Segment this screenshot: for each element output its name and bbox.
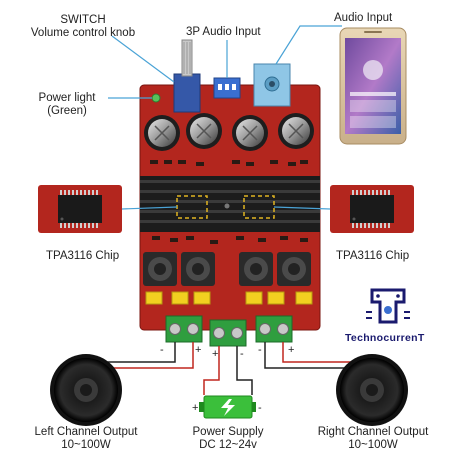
chip-zoom-right	[330, 185, 414, 233]
terminal-left-minus: -	[160, 344, 164, 356]
capacitor	[186, 113, 222, 149]
terminal-left	[165, 315, 203, 343]
smartphone	[339, 27, 407, 145]
heatsink	[140, 176, 320, 232]
terminal-right	[255, 315, 293, 343]
inductors	[143, 252, 311, 286]
audio-input-label: Audio Input	[334, 12, 393, 24]
right-channel-output-label: Right Channel Output 10~100W	[296, 426, 450, 452]
audio-3p-label: 3P Audio Input	[186, 26, 261, 38]
3p-audio-connector	[213, 77, 241, 99]
power-light-label-color: (Green)	[47, 105, 87, 117]
capacitor	[278, 113, 314, 149]
capacitors	[144, 113, 314, 151]
chip-zoom-left	[38, 185, 122, 233]
switch-label: SWITCH Volume control knob	[28, 14, 138, 40]
battery-plus: +	[192, 402, 199, 414]
terminal-right-plus: +	[288, 344, 295, 356]
switch-label-title: SWITCH	[60, 14, 106, 26]
heatsink-body	[140, 176, 320, 232]
right-channel-output-power: 10~100W	[348, 439, 398, 451]
left-speaker	[50, 354, 122, 426]
capacitor	[144, 115, 180, 151]
switch-label-subtitle: Volume control knob	[30, 27, 136, 39]
power-supply-label: Power Supply DC 12~24v	[178, 426, 278, 452]
right-channel-output-title: Right Channel Output	[317, 426, 429, 438]
inductor	[181, 252, 215, 286]
terminal-power-plus: +	[212, 348, 219, 360]
right-speaker	[336, 354, 408, 426]
terminal-blocks	[165, 315, 293, 347]
capacitor	[232, 115, 268, 151]
power-light-label: Power light (Green)	[30, 92, 104, 118]
leader-lines	[108, 25, 342, 210]
smd-components	[150, 160, 308, 244]
brand-name: TechnocurrenT	[345, 332, 425, 344]
left-channel-output-title: Left Channel Output	[34, 426, 138, 438]
volume-knob	[173, 39, 201, 113]
terminal-power	[209, 319, 247, 347]
inductor	[239, 252, 273, 286]
battery-icon	[199, 395, 256, 419]
potentiometer-body	[173, 73, 201, 113]
power-light-label-title: Power light	[38, 92, 96, 104]
power-led	[151, 93, 161, 103]
inductor	[277, 252, 311, 286]
battery-minus: -	[258, 402, 262, 414]
terminal-right-minus: -	[258, 344, 262, 356]
power-supply-title: Power Supply	[192, 426, 264, 438]
audio-jack	[253, 63, 291, 107]
chip-marker-right	[243, 195, 275, 219]
film-capacitors	[145, 291, 313, 305]
left-channel-output-label: Left Channel Output 10~100W	[12, 426, 160, 452]
inductor	[143, 252, 177, 286]
wires	[79, 342, 381, 395]
terminal-power-minus: -	[240, 348, 244, 360]
power-supply-voltage: DC 12~24v	[199, 439, 257, 451]
technocurrent-logo	[364, 284, 412, 328]
tpa3116-chip-left-label: TPA3116 Chip	[46, 250, 120, 262]
tpa3116-chip-right-label: TPA3116 Chip	[336, 250, 410, 262]
left-channel-output-power: 10~100W	[61, 439, 111, 451]
terminal-left-plus: +	[195, 344, 202, 356]
